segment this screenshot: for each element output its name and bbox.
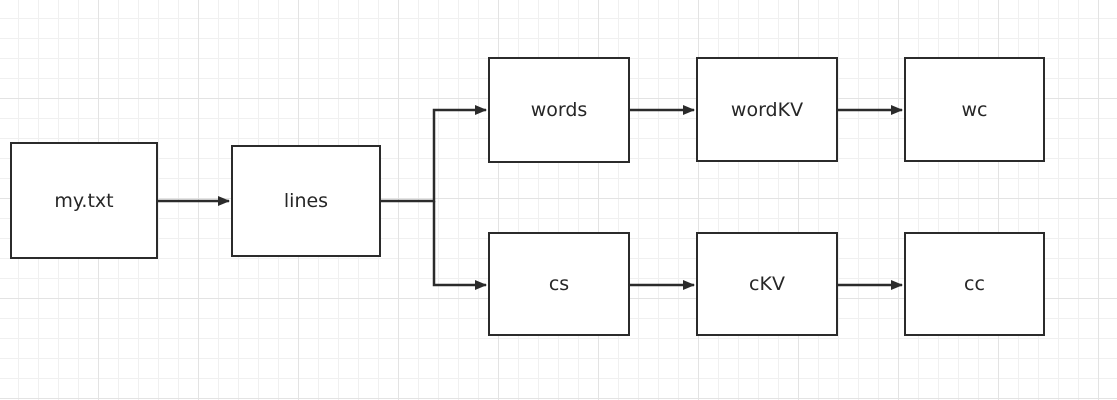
node-label: wc	[961, 98, 988, 121]
node-cs[interactable]: cs	[488, 232, 630, 336]
node-wordkv[interactable]: wordKV	[696, 57, 838, 162]
node-label: cKV	[749, 273, 785, 295]
node-label: cc	[964, 273, 985, 295]
node-my-txt[interactable]: my.txt	[10, 142, 158, 259]
node-ckv[interactable]: cKV	[696, 232, 838, 336]
node-label: my.txt	[54, 189, 114, 212]
edge-lines-to-cs	[432, 201, 487, 290]
node-label: words	[530, 99, 588, 121]
node-words[interactable]: words	[488, 57, 630, 163]
node-wc[interactable]: wc	[904, 57, 1045, 162]
edge-lines-to-words	[381, 105, 487, 203]
node-label: cs	[548, 273, 570, 295]
node-cc[interactable]: cc	[904, 232, 1045, 336]
node-label: wordKV	[730, 98, 804, 121]
node-label: lines	[283, 190, 329, 212]
node-lines[interactable]: lines	[231, 145, 381, 257]
